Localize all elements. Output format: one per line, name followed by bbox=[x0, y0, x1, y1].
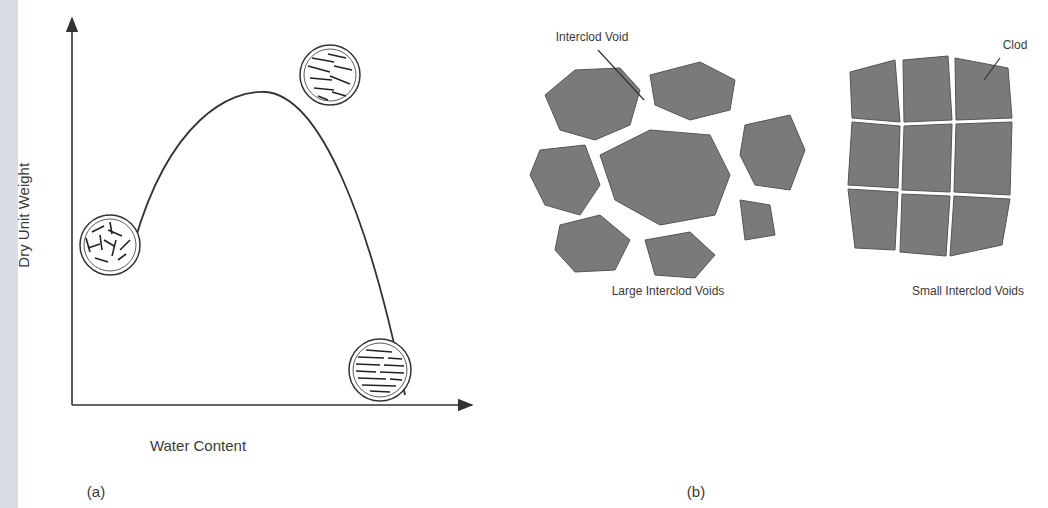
axis-label: Dry Unit Weight bbox=[16, 163, 33, 268]
x-axis bbox=[72, 404, 472, 406]
flocculated-structure bbox=[80, 215, 140, 275]
panel-label: (a) bbox=[87, 484, 105, 501]
callout-label: Interclod Void bbox=[556, 31, 629, 44]
dispersed-structure bbox=[349, 339, 411, 401]
leader-line bbox=[984, 58, 1000, 80]
clods-small-voids bbox=[848, 56, 1012, 256]
callout-label: Clod bbox=[1003, 39, 1028, 52]
clods-large-voids bbox=[530, 62, 805, 278]
leader-line bbox=[598, 50, 644, 100]
axis-label: Water Content bbox=[150, 438, 246, 455]
panel-label: (b) bbox=[687, 484, 705, 501]
caption-label: Large Interclod Voids bbox=[612, 285, 725, 298]
partially-oriented-structure bbox=[300, 45, 360, 105]
y-axis bbox=[71, 18, 73, 405]
caption-label: Small Interclod Voids bbox=[912, 285, 1024, 298]
